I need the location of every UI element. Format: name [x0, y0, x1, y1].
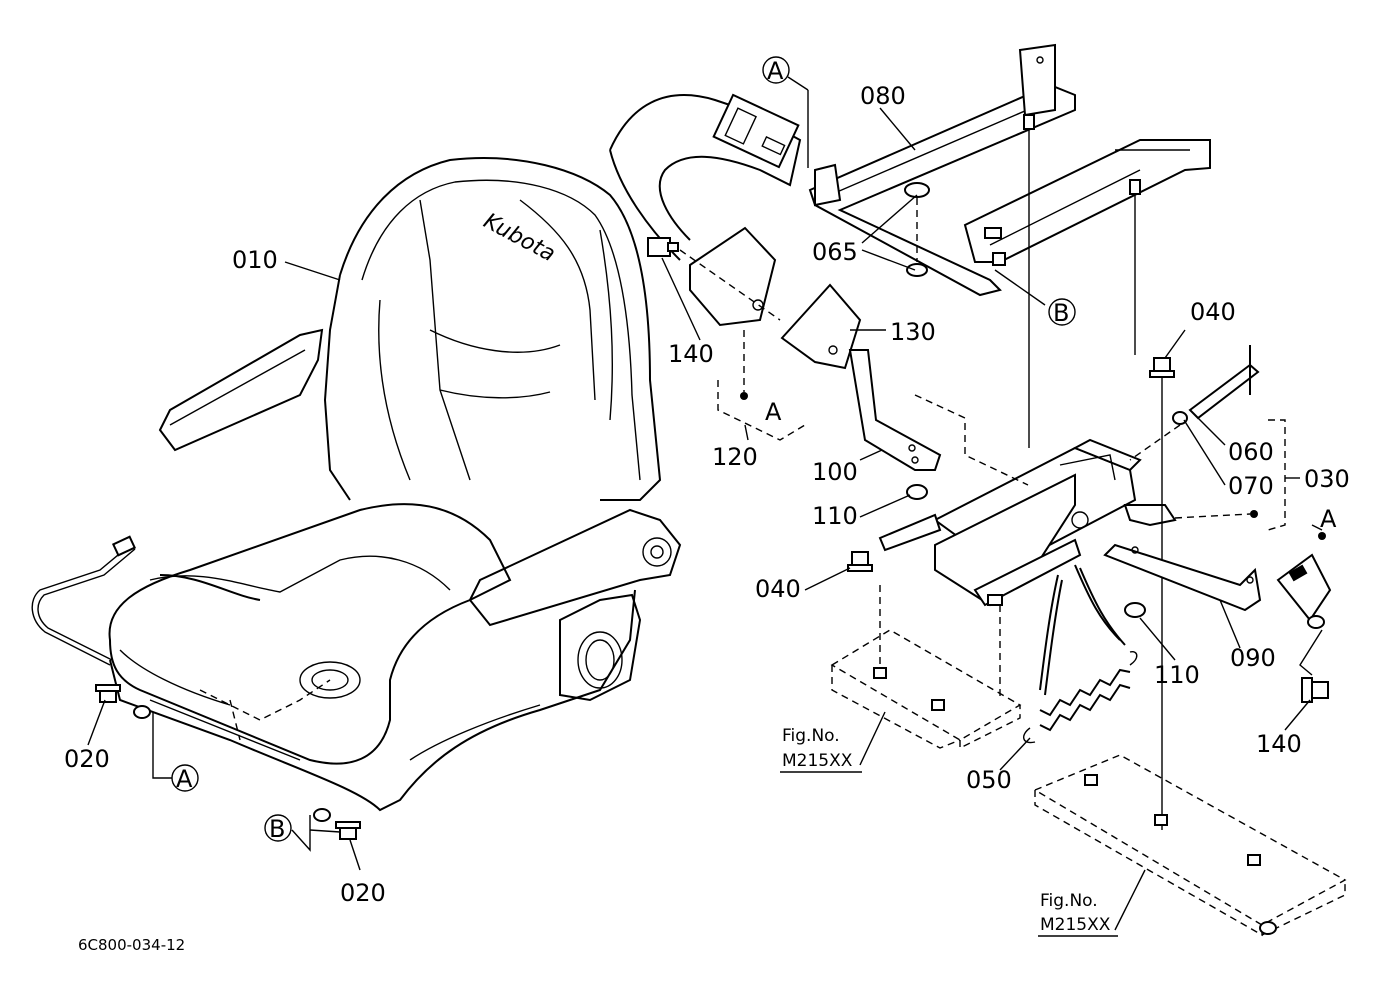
ref-b-seat: B — [269, 815, 285, 843]
ref-a-seat: A — [176, 765, 193, 793]
callout-110-left: 110 — [812, 502, 858, 530]
brand-logo: Kubota — [479, 209, 559, 267]
callout-120: 120 — [712, 443, 758, 471]
callout-020-bottom: 020 — [340, 879, 386, 907]
leader-lines — [87, 76, 1323, 931]
fig-ref-1-line1: Fig.No. — [782, 726, 840, 746]
callout-130: 130 — [890, 318, 936, 346]
callout-050: 050 — [966, 766, 1012, 794]
figure-references: Fig.No. M215XX Fig.No. M215XX — [780, 726, 1118, 937]
seat-belt — [609, 93, 942, 471]
callout-080: 080 — [860, 82, 906, 110]
ref-b-rail: B — [1053, 299, 1069, 327]
seat-assembly: Kubota — [31, 157, 682, 812]
suspension-base — [847, 345, 1332, 830]
callout-090: 090 — [1230, 644, 1276, 672]
callout-140-left: 140 — [668, 340, 714, 368]
reference-marks: A B A B A A — [171, 56, 1337, 843]
callout-100: 100 — [812, 458, 858, 486]
fig-ref-2-line2: M215XX — [1040, 915, 1111, 935]
callout-110-right: 110 — [1154, 661, 1200, 689]
spring — [1023, 564, 1138, 744]
drawing-number: 6C800-034-12 — [78, 936, 185, 954]
ref-a-belt: A — [765, 398, 782, 426]
ref-a-top: A — [767, 57, 784, 85]
callout-040-left: 040 — [755, 575, 801, 603]
callout-040-right: 040 — [1190, 298, 1236, 326]
fig-ref-1-line2: M215XX — [782, 751, 853, 771]
callout-010: 010 — [232, 246, 278, 274]
callout-065: 065 — [812, 238, 858, 266]
callout-060: 060 — [1228, 438, 1274, 466]
seat-bolts — [95, 684, 361, 840]
callout-020-left: 020 — [64, 745, 110, 773]
callout-030: 030 — [1304, 465, 1350, 493]
ref-a-right: A — [1320, 505, 1337, 533]
fig-ref-2-line1: Fig.No. — [1040, 891, 1098, 911]
callout-070: 070 — [1228, 472, 1274, 500]
slide-rails — [808, 43, 1211, 448]
callout-labels: 010 080 065 140 130 120 100 110 040 060 … — [64, 82, 1350, 907]
frame-plates — [830, 585, 1347, 937]
callout-140-right: 140 — [1256, 730, 1302, 758]
